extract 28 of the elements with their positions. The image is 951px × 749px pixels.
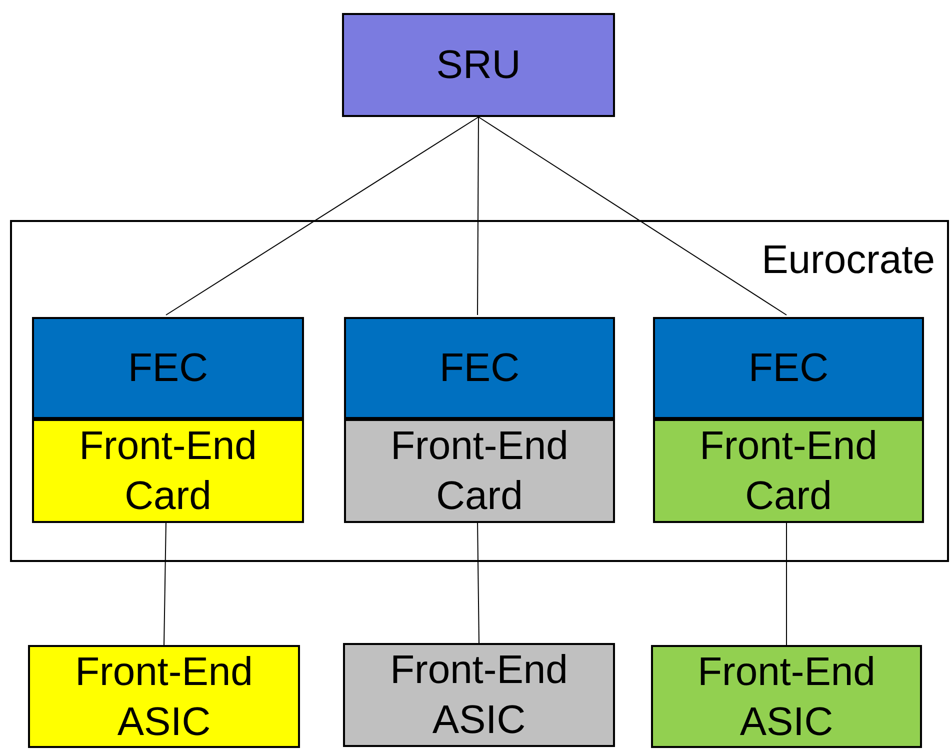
box-label: SRU <box>436 42 521 89</box>
connector-line <box>477 116 479 316</box>
process-box <box>651 645 922 748</box>
box-label: Front-End ASIC <box>74 648 254 746</box>
box-label: Front-End Card <box>698 423 878 520</box>
box-label: FEC <box>748 345 828 392</box>
process-box <box>32 317 304 419</box>
connector-line <box>477 520 480 644</box>
process-box <box>653 317 924 419</box>
process-box <box>342 13 615 117</box>
box-label: Front-End ASIC <box>389 647 569 744</box>
connector-line <box>786 520 787 646</box>
group-label: Eurocrate <box>762 237 935 284</box>
box-label: FEC <box>440 345 520 392</box>
connector-line <box>164 520 166 646</box>
box-label: FEC <box>128 345 208 392</box>
process-box <box>344 317 615 419</box>
connector-line <box>166 116 479 316</box>
process-box <box>28 645 300 748</box>
box-label: Front-End Card <box>78 423 258 520</box>
connector-line <box>478 116 787 316</box>
process-box <box>653 419 924 523</box>
group-frame <box>10 220 949 562</box>
process-box <box>344 419 615 523</box>
process-box <box>32 419 304 523</box>
box-label: Front-End Card <box>390 423 570 520</box>
process-box <box>343 643 615 747</box>
box-label: Front-End ASIC <box>696 648 876 746</box>
